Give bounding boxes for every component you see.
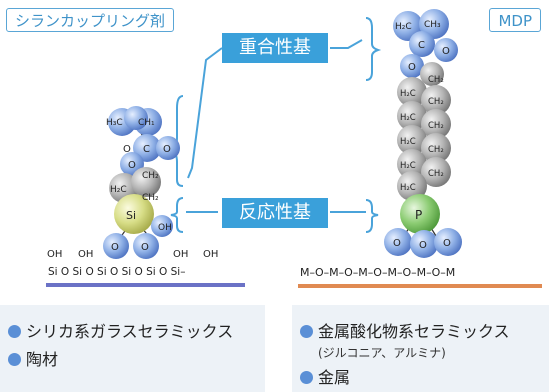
silane-si-label: Si bbox=[126, 209, 136, 222]
silica-surface: OH OH OH OH Si O Si O Si O Si O Si O Si– bbox=[46, 249, 245, 287]
silane-o-label-3: O bbox=[128, 160, 136, 171]
mdp-p-label: P bbox=[415, 208, 422, 222]
mdp-h2c-2: H₂C bbox=[400, 113, 416, 123]
mdp-o-label-1: O bbox=[442, 46, 450, 57]
silane-ch2-label-1: CH₂ bbox=[142, 171, 159, 181]
silane-c-label: C bbox=[143, 144, 150, 155]
silica-oh-2: OH bbox=[78, 249, 93, 260]
mdp-h2c-4: H₂C bbox=[400, 161, 416, 171]
polymerizable-group-label: 重合性基 bbox=[222, 33, 328, 63]
mdp-h2c-3: H₂C bbox=[400, 137, 416, 147]
silica-oh-3: OH bbox=[173, 249, 188, 260]
right-list-note: (ジルコニア、アルミナ) bbox=[318, 346, 446, 360]
silica-oh-4: OH bbox=[203, 249, 218, 260]
bonding-diagram: H₃C CH₁ O C O O CH₂ H₂C CH₂ Si OH O O OH… bbox=[46, 9, 542, 288]
bullet-dot-icon bbox=[300, 371, 313, 384]
left-list-item-2: 陶材 bbox=[8, 346, 58, 370]
silane-coupling-agent-title: シランカップリング剤 bbox=[6, 8, 175, 32]
bullet-dot-icon bbox=[8, 353, 21, 366]
metal-surface: M–O–M–O–M–O–M–O–M–O–M bbox=[298, 266, 542, 288]
mdp-ch2-1: CH₂ bbox=[428, 75, 444, 85]
mdp-ch2-2: CH₂ bbox=[428, 97, 444, 107]
left-list-label-2: 陶材 bbox=[26, 350, 59, 369]
mdp-ch2-4: CH₂ bbox=[428, 145, 444, 155]
silica-si-row: Si O Si O Si O Si O Si O Si– bbox=[48, 266, 185, 278]
right-substrate-panel bbox=[292, 305, 549, 392]
silane-o-label-2: O bbox=[163, 144, 171, 155]
silane-h2c-label: H₂C bbox=[110, 185, 127, 195]
mdp-title: MDP bbox=[489, 8, 541, 32]
silane-o-label-5: O bbox=[141, 242, 149, 253]
silane-o-label-4: O bbox=[111, 242, 119, 253]
mdp-h2c-top: H₂C bbox=[395, 22, 412, 32]
metal-oxide-row: M–O–M–O–M–O–M–O–M–O–M bbox=[300, 266, 455, 279]
bullet-dot-icon bbox=[8, 325, 21, 338]
silane-o-label-1: O bbox=[123, 144, 131, 155]
right-list-item-1: 金属酸化物系セラミックス bbox=[300, 318, 510, 342]
right-list-label-1: 金属酸化物系セラミックス bbox=[318, 322, 510, 341]
mdp-molecule: H₂C CH₃ C O O CH₂ H₂C CH₂ H₂C CH₂ H₂C CH… bbox=[384, 9, 462, 258]
silane-h3c-label: H₃C bbox=[106, 118, 123, 128]
silane-ch-label: CH₁ bbox=[138, 118, 155, 128]
left-substrate-panel bbox=[0, 305, 265, 392]
mdp-c-label: C bbox=[418, 40, 425, 51]
left-list-item-1: シリカ系ガラスセラミックス bbox=[8, 318, 233, 342]
mdp-h2c-1: H₂C bbox=[400, 89, 416, 99]
bullet-dot-icon bbox=[300, 325, 313, 338]
silane-ch2-label-2: CH₂ bbox=[142, 193, 159, 203]
silica-oh-1: OH bbox=[47, 249, 62, 260]
right-list-item-2: 金属 bbox=[300, 364, 350, 388]
mdp-o-label-2: O bbox=[408, 62, 416, 73]
mdp-ch2-3: CH₂ bbox=[428, 121, 444, 131]
mdp-o-label-3: O bbox=[393, 238, 401, 249]
mdp-o-label-5: O bbox=[443, 238, 451, 249]
silane-molecule: H₃C CH₁ O C O O CH₂ H₂C CH₂ Si OH O O bbox=[103, 106, 180, 259]
mdp-o-label-4: O bbox=[419, 240, 427, 251]
mdp-h2c-5: H₂C bbox=[400, 183, 416, 193]
silane-oh-label: OH bbox=[158, 223, 172, 233]
reactive-group-label: 反応性基 bbox=[222, 198, 328, 228]
mdp-ch2-5: CH₂ bbox=[428, 169, 444, 179]
left-list-label-1: シリカ系ガラスセラミックス bbox=[26, 322, 234, 341]
right-list-label-2: 金属 bbox=[318, 368, 351, 387]
mdp-ch3-top: CH₃ bbox=[424, 20, 441, 30]
